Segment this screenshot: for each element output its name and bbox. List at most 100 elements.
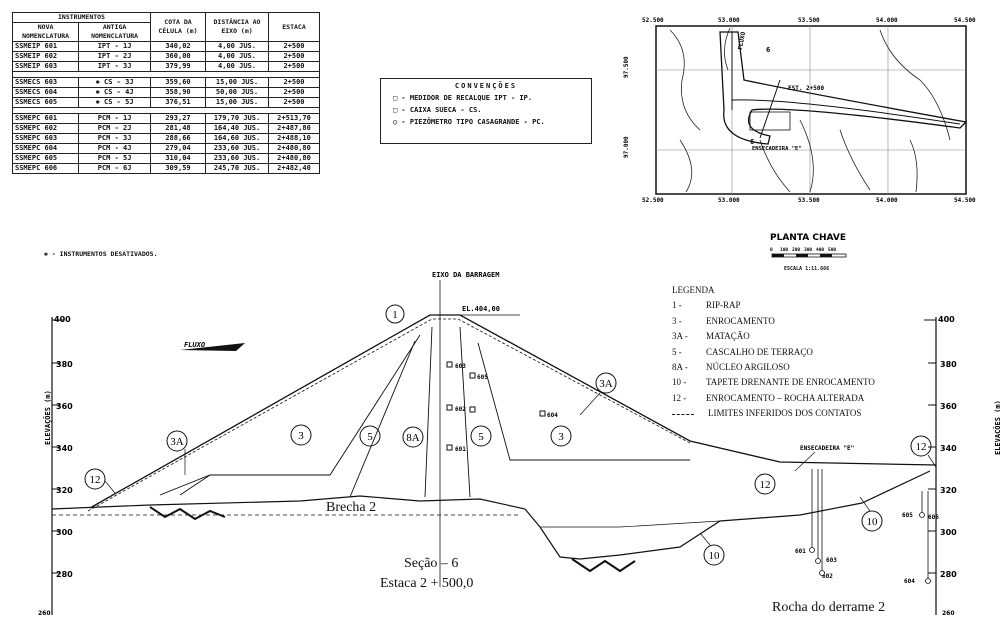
cell-estaca: 2+513,70 xyxy=(268,113,320,124)
cell-cota: 358,90 xyxy=(150,87,206,98)
legend-code: 8A - xyxy=(672,362,688,373)
zone-12-left: 12 xyxy=(90,474,101,486)
plan-grid xyxy=(656,26,966,194)
cell-antiga: PCM - 2J xyxy=(78,123,151,134)
cell-antiga: IPT - 1J xyxy=(78,41,151,52)
cell-dist: 164,60 JUS. xyxy=(205,133,269,144)
th-cota: COTA DA CÉLULA (m) xyxy=(150,12,206,42)
zone-12-mid: 12 xyxy=(760,479,771,491)
cell-cota: 340,02 xyxy=(150,41,206,52)
legend-code: 3A - xyxy=(672,331,688,342)
plan-coord-top-1: 52.500 xyxy=(642,17,664,24)
drain-top xyxy=(540,520,721,528)
cell-nova: SSMEPC 605 xyxy=(11,153,80,164)
plan-scale-tick: 500 xyxy=(828,247,836,253)
piezometers xyxy=(809,469,931,584)
legend-item: 10 -TAPETE DRENANTE DE ENROCAMENTO xyxy=(672,375,902,390)
plan-ensecadeira-box xyxy=(749,111,791,131)
cell-cota: 309,59 xyxy=(150,163,206,174)
plan-coord-bot-3: 53.500 xyxy=(798,197,820,204)
ensecadeira-leader xyxy=(794,451,816,472)
inst-604: 604 xyxy=(547,412,558,419)
zone-leaders xyxy=(104,392,937,546)
plan-scale-tick: 300 xyxy=(804,247,812,253)
legend-item: 5 -CASCALHO DE TERRAÇO xyxy=(672,345,902,360)
cell-estaca: 2+500 xyxy=(268,51,320,62)
legend-text: MATAÇÃO xyxy=(706,331,750,342)
cell-estaca: 2+500 xyxy=(268,97,320,108)
elev-tick-label: 380 xyxy=(940,360,957,369)
plan-scale-tick: 0 xyxy=(770,247,773,253)
estaca-label: Estaca 2 + 500,0 xyxy=(380,576,474,591)
cell-antiga: PCM - 5J xyxy=(78,153,151,164)
inst-602: 602 xyxy=(455,406,466,413)
cell-dist: 50,00 JUS. xyxy=(205,87,269,98)
cell-nova: SSMEPC 606 xyxy=(11,163,80,174)
cell-nova: SSMEPC 602 xyxy=(11,123,80,134)
cell-dist: 4,00 JUS. xyxy=(205,61,269,72)
zone-3-right: 3 xyxy=(558,431,564,443)
cell-estaca: 2+500 xyxy=(268,41,320,52)
th-estaca: ESTACA xyxy=(268,12,320,42)
cell-dist: 15,00 JUS. xyxy=(205,97,269,108)
elev-tick-label: 380 xyxy=(56,360,73,369)
legend-item: 1 -RIP-RAP xyxy=(672,298,902,313)
cell-antiga: PCM - 1J xyxy=(78,113,151,124)
elev-tick-label: 280 xyxy=(56,570,73,579)
cell-nova: SSMECS 605 xyxy=(11,97,80,108)
cell-dist: 179,70 JUS. xyxy=(205,113,269,124)
plan-coord-top-3: 53.500 xyxy=(798,17,820,24)
elev-tick-label: 300 xyxy=(940,528,957,537)
inst-603: 603 xyxy=(455,363,466,370)
star-mark: ✱ xyxy=(95,98,100,106)
inst-pc-604: 604 xyxy=(904,578,915,585)
legend-code: 5 - xyxy=(672,346,682,357)
plan-scale-tick: 400 xyxy=(816,247,824,253)
plan-coord-bot-4: 54.000 xyxy=(876,197,898,204)
elev-tick-label: 280 xyxy=(940,570,957,579)
zone-10-b: 10 xyxy=(867,516,879,528)
rip-rap-line xyxy=(87,318,691,512)
cell-dist: 233,60 JUS. xyxy=(205,143,269,154)
legend-item: 12 -ENROCAMENTO – ROCHA ALTERADA xyxy=(672,391,902,406)
cell-dist: 4,00 JUS. xyxy=(205,51,269,62)
cell-nova: SSMEIP 601 xyxy=(11,41,80,52)
plan-est-label: EST. 2+500 xyxy=(788,85,825,92)
plan-fluxo: FLUXO xyxy=(737,31,747,50)
legend-code: 10 - xyxy=(672,377,687,388)
rock-hatch-left xyxy=(149,506,226,521)
cell-estaca: 2+487,80 xyxy=(268,123,320,134)
el-label: EL.404,00 xyxy=(462,305,500,313)
zone-12-right: 12 xyxy=(916,441,927,453)
legend-item: 3A - MATAÇÃO xyxy=(672,329,902,344)
elev-tick-label: 340 xyxy=(56,444,73,453)
legend-item: 8A -NÚCLEO ARGILOSO xyxy=(672,360,902,375)
inst-601: 601 xyxy=(455,446,466,453)
elev-tick-label: 400 xyxy=(54,315,71,324)
convention-cs: □ - CAIXA SUECA - CS. xyxy=(393,106,482,114)
plan-coord-top-4: 54.000 xyxy=(876,17,898,24)
cell-cota: 293,27 xyxy=(150,113,206,124)
ensecadeira-label: ENSECADEIRA "E" xyxy=(800,445,854,452)
conventions-title: CONVENÇÕES xyxy=(454,82,518,90)
legend-limits-label: LIMITES INFERIDOS DOS CONTATOS xyxy=(708,408,862,419)
elev-ticks xyxy=(52,319,936,574)
th-nova: NOVA NOMENCLATURA xyxy=(11,22,80,42)
star-mark: ✱ xyxy=(95,78,100,86)
elev-axes xyxy=(51,317,937,615)
cell-antiga: PCM - 4J xyxy=(78,143,151,154)
elev-labels-left: 400 380 360 340 320 300 280 260 xyxy=(38,315,73,617)
th-antiga: ANTIGA NOMENCLATURA xyxy=(78,22,151,42)
zone-3-left: 3 xyxy=(298,430,304,442)
convention-pc-label: PIEZÔMETRO TIPO CASAGRANDE - PC. xyxy=(409,118,545,126)
inst-pc-601: 601 xyxy=(795,548,806,555)
cell-antiga: IPT - 3J xyxy=(78,61,151,72)
